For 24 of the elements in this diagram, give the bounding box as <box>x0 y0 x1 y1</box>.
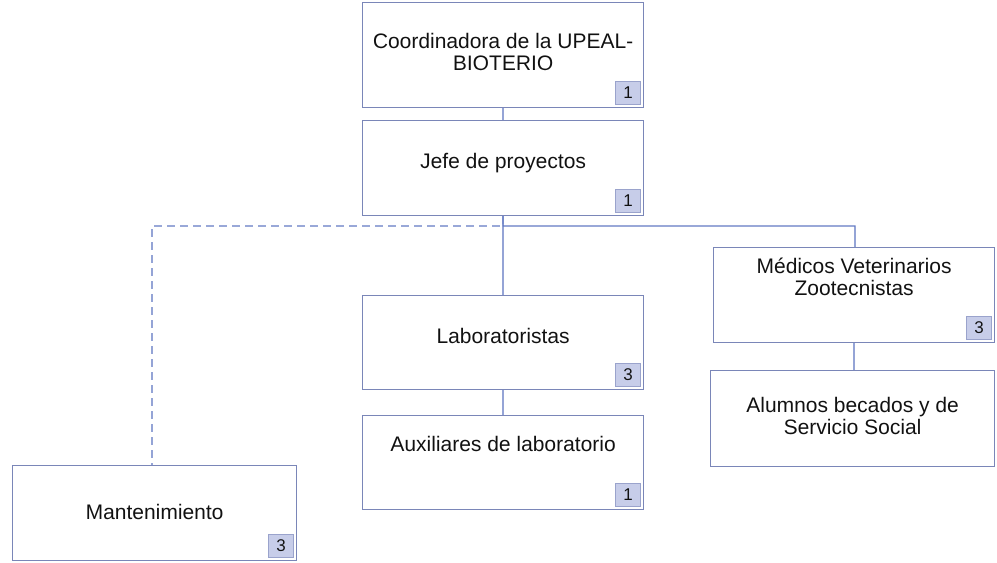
position-title: Jefe de proyectos <box>419 151 587 173</box>
position-title: Auxiliares de laboratorio <box>389 434 617 456</box>
org-box <box>713 247 995 343</box>
staff-count: 1 <box>615 483 641 507</box>
staff-count: 3 <box>966 316 992 340</box>
connector <box>502 108 504 120</box>
org-box <box>362 415 644 510</box>
staff-count: 1 <box>615 189 641 213</box>
position-title: Alumnos becados y de Servicio Social <box>745 395 960 439</box>
position-title: Médicos Veterinarios Zootecnistas <box>756 256 952 300</box>
position-title: Laboratoristas <box>435 326 571 348</box>
dashed-connector <box>151 216 504 465</box>
staff-count: 1 <box>615 81 641 105</box>
connector <box>502 390 504 415</box>
org-box <box>710 370 995 467</box>
staff-count: 3 <box>615 363 641 387</box>
org-box <box>12 465 297 561</box>
connector <box>853 343 855 370</box>
org-box <box>362 2 644 108</box>
org-box <box>362 295 644 390</box>
position-title: Coordinadora de la UPEAL-BIOTERIO <box>372 31 634 75</box>
position-title: Mantenimiento <box>84 502 224 524</box>
staff-count: 3 <box>268 534 294 558</box>
org-box <box>362 120 644 216</box>
